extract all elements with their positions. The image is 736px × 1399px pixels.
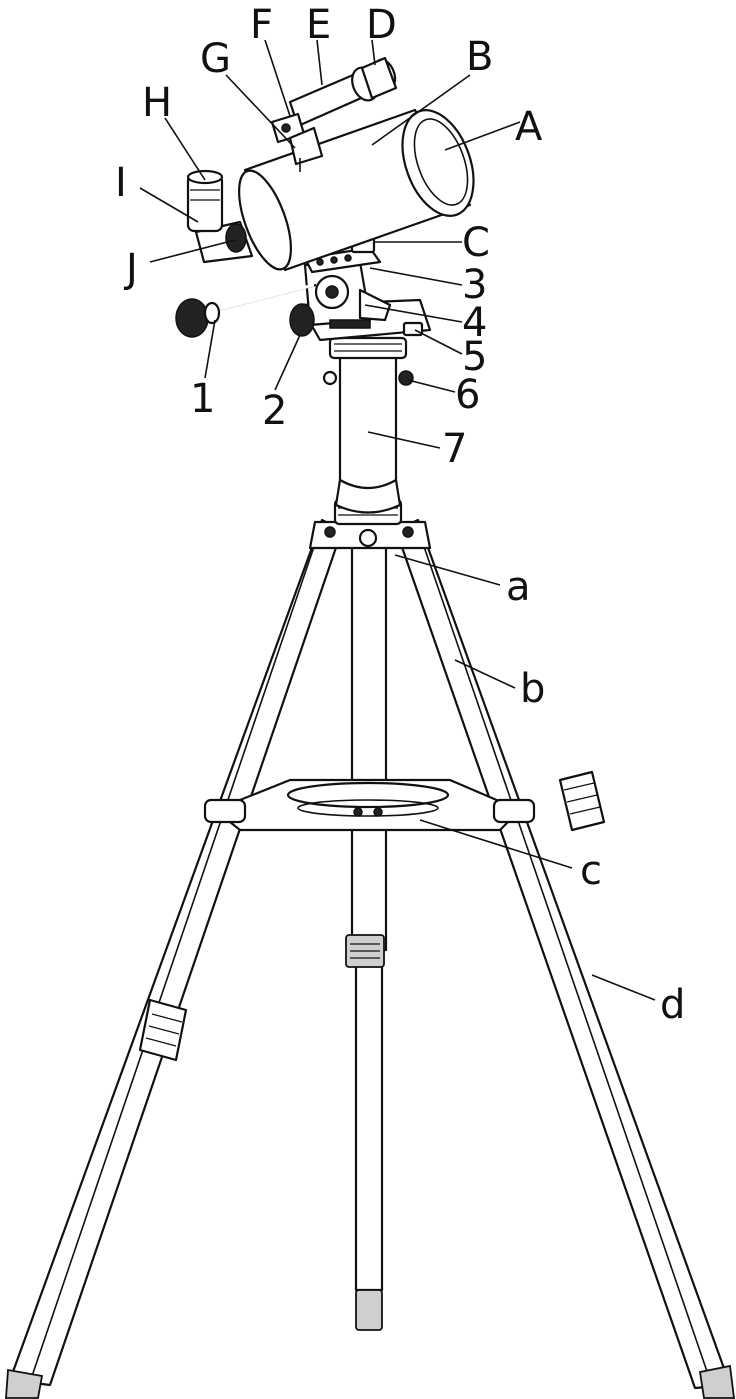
leader-1 [204,319,216,379]
leader-7 [367,431,441,449]
label-G: G [200,36,231,82]
label-c: c [580,848,602,894]
mount [175,234,432,514]
extension-column [322,336,414,514]
leader-2 [274,334,301,391]
leader-c [419,819,573,869]
telescope [186,56,475,272]
tripod-leg-center [345,543,388,1331]
leader-5 [414,329,463,355]
leader-G [225,74,296,149]
objective-lens [413,118,469,206]
leader-B [371,74,471,146]
finder-scope [270,56,398,172]
leader-4 [364,304,463,323]
leader-H [164,117,206,181]
label-J: J [123,246,138,292]
leader-a [394,554,501,586]
label-H: H [142,80,172,126]
star-diagonal [186,169,254,264]
label-4: 4 [462,300,487,346]
labels: A B C D E F G H I J 1 2 3 4 5 6 7 a b c … [115,2,685,1028]
label-5: 5 [462,334,487,380]
label-b: b [520,666,545,712]
accessory-tray [203,778,536,832]
leader-d [591,974,656,1001]
label-d: d [660,982,685,1028]
tripod-leg-left [5,518,344,1399]
leader-3 [369,267,463,286]
label-E: E [306,2,331,48]
label-7: 7 [442,426,467,472]
leader-D [371,39,376,66]
label-D: D [366,2,397,48]
leader-F [264,39,291,117]
label-3: 3 [462,262,487,308]
alt-az-mount-body [289,260,432,342]
label-2: 2 [262,388,287,434]
label-B: B [466,34,493,80]
slow-motion-rod [175,283,317,338]
label-I: I [115,160,127,206]
tripod [5,498,736,1399]
leader-I [139,187,199,223]
leader-6 [407,379,456,393]
label-A: A [515,104,543,150]
leader-lines [139,39,656,1001]
label-1: 1 [190,376,215,422]
label-C: C [462,220,490,266]
label-a: a [506,564,531,610]
leader-b [454,659,516,689]
label-6: 6 [455,372,480,418]
leader-A [444,121,521,151]
label-F: F [250,2,273,48]
tripod-leg-right [394,518,736,1399]
leader-E [316,39,323,86]
leader-J [149,239,236,263]
